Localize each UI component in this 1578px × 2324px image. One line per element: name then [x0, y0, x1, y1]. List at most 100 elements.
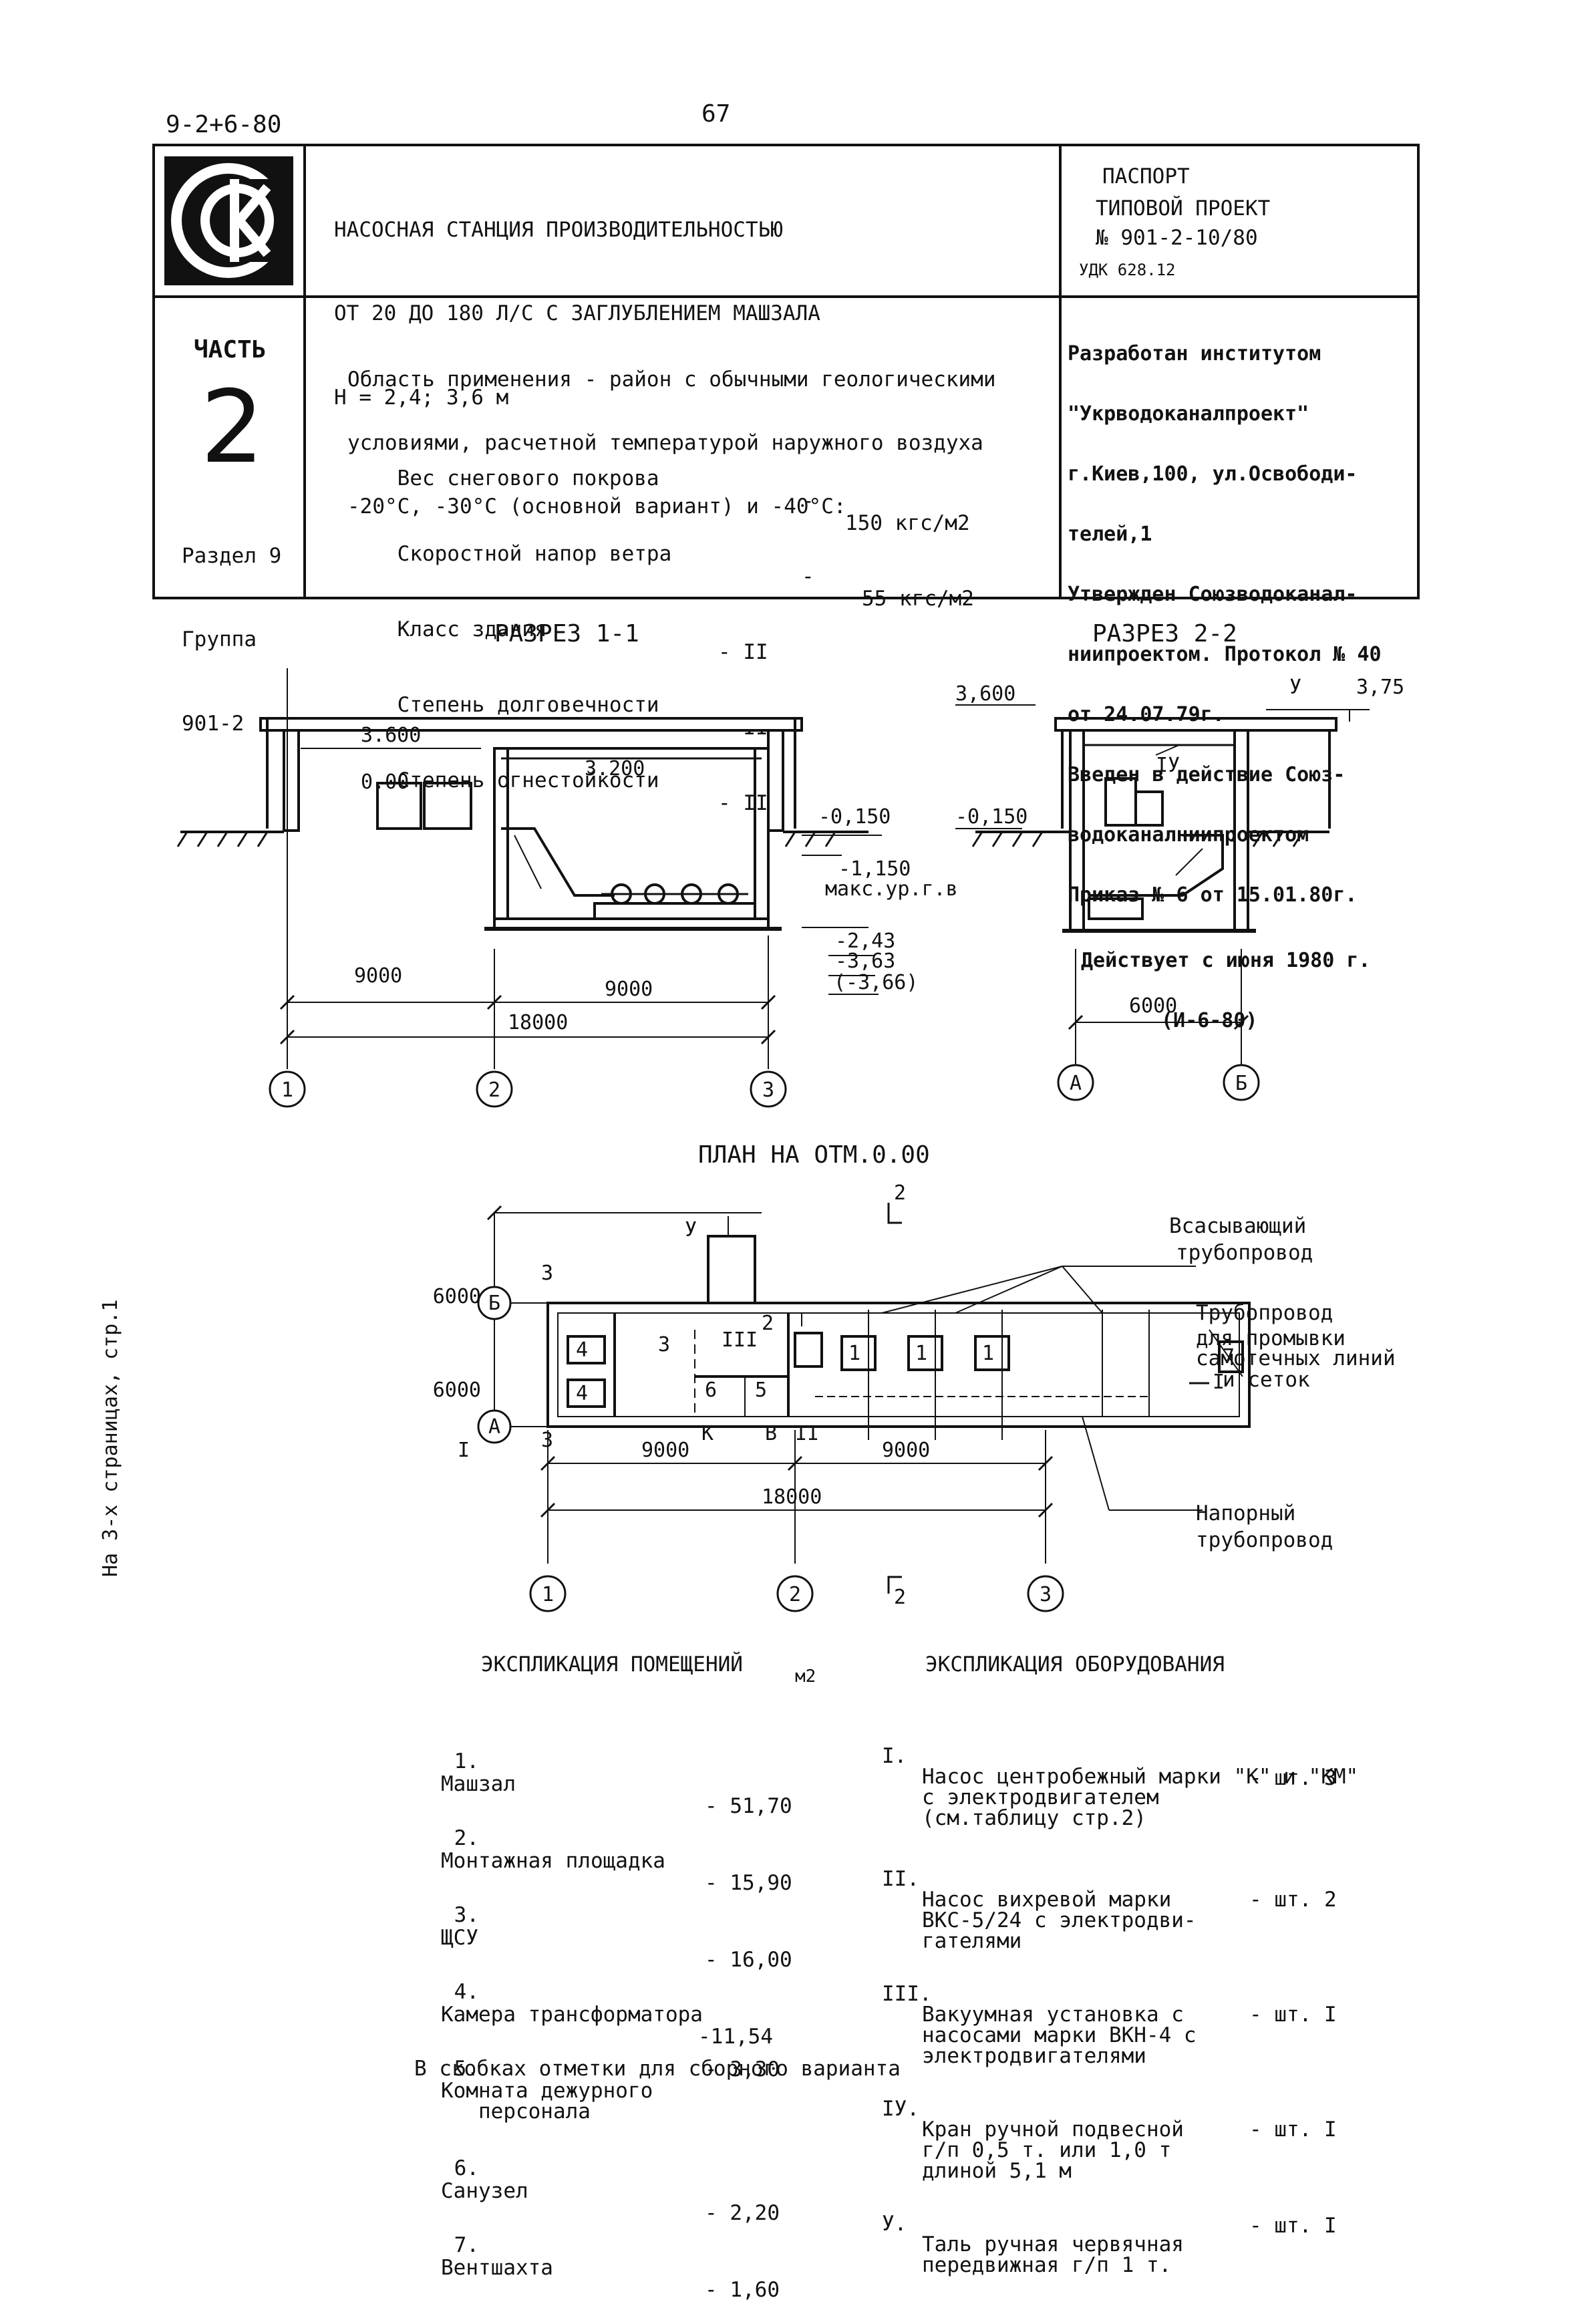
plan-drawing: 6000 6000 9000 9000 18000 4 4 3 6 5 2 7 …: [433, 1181, 1396, 1612]
developer-line: от 24.07.79г.: [1068, 703, 1225, 726]
axis-marker: [476, 1070, 513, 1108]
axis-marker: [529, 1575, 567, 1612]
callout-text: Напорный: [1196, 1501, 1295, 1526]
groundwater-label: макс.ур.г.в.: [825, 877, 962, 901]
elevation-mark: -0,150: [955, 805, 1028, 829]
room-row: 5. Комната дежурного персонала - 3,30: [404, 2036, 872, 2122]
page-number: 67: [701, 100, 731, 128]
equipment-row: I. Насос центробежный марки "К" и "КМ" с…: [882, 1725, 1416, 1829]
room-name: Санузел: [441, 2178, 528, 2203]
parameter-row: Степень долговечности - II: [347, 672, 1042, 738]
axis-label: 1: [281, 1078, 293, 1102]
equipment-text: Насос центробежный марки "К" и "КМ" с эл…: [922, 1765, 1359, 1830]
section-1-1-drawing: 3.600 3.200 0.00 -0,150 -1,150 макс.ур.г…: [176, 668, 962, 1108]
axis-marker: [477, 1409, 512, 1444]
equipment-mark: IУ: [1156, 754, 1180, 777]
axis-marker: [1027, 1575, 1064, 1612]
section-1-1-title: РАЗРЕЗ 1-1: [494, 620, 639, 647]
parameter-name: Скоростной напор ветра: [397, 542, 672, 567]
equipment-mark: III: [722, 1328, 758, 1352]
equipment-mark: II: [795, 1422, 819, 1445]
parameter-dash: - II: [718, 639, 768, 664]
plan-dimension: 6000: [433, 1285, 481, 1308]
room-row: 3. ЩСУ - 16,00: [404, 1882, 872, 1972]
section-label: Раздел 9: [182, 543, 282, 568]
parameter-row: Вес снегового покрова - 150 кгс/м2: [347, 446, 1042, 535]
axis-marker: [776, 1575, 814, 1612]
room-index: 5.: [454, 2057, 479, 2081]
parameter-row: Скоростной напор ветра - 55 кгс/м2: [347, 521, 1042, 611]
elevation-mark: (-3,66): [834, 971, 918, 994]
room-row: 2. Монтажная площадка - 15,90: [404, 1805, 872, 1895]
developer-info: Разработан институтом "Укрводоканалпроек…: [1068, 304, 1382, 1051]
axis-marker: [1057, 1064, 1094, 1101]
application-line: Область применения - район с обычными ге…: [347, 368, 996, 392]
equipment-title: ЭКСПЛИКАЦИЯ ОБОРУДОВАНИЯ: [925, 1652, 1225, 1677]
room-area: - 16,00: [705, 1948, 792, 1973]
equipment-qty: - шт. 2: [1249, 1888, 1337, 1912]
equipment-mark: В: [765, 1422, 777, 1445]
room-area: - 51,70: [705, 1794, 792, 1819]
project-title-line: НАСОСНАЯ СТАНЦИЯ ПРОИЗВОДИТЕЛЬНОСТЬЮ: [334, 217, 783, 242]
developer-line: телей,1: [1068, 523, 1152, 546]
project-title-line: Н = 2,4; 3,6 м: [334, 385, 509, 410]
equipment-qty: - шт. I: [1249, 2214, 1337, 2238]
room-row: 4. Камера трансформатора -11,54: [404, 1959, 872, 2048]
room-index: 2.: [454, 1826, 479, 1851]
plan-dimension: 9000: [641, 1439, 689, 1462]
parameter-name: Класс здания: [397, 617, 547, 642]
udk-code: УДК 628.12: [1079, 261, 1176, 279]
application-line: условиями, расчетной температурой наружн…: [347, 431, 983, 456]
title-block-divider: [152, 295, 1420, 298]
passport-label: ПАСПОРТ: [1102, 164, 1190, 188]
section-mark: 2: [894, 1181, 906, 1205]
project-type: ТИПОВОЙ ПРОЕКТ: [1096, 196, 1271, 221]
section-mark: 2: [894, 1586, 906, 1609]
equipment-index: IУ.: [882, 2097, 919, 2121]
axis-marker: [477, 1286, 512, 1320]
room-number: 5: [755, 1378, 767, 1402]
elevation-mark: -0,150: [818, 805, 891, 829]
room-index: 4.: [454, 1980, 479, 2005]
room-index: 3.: [454, 1903, 479, 1928]
axis-label: 3: [1040, 1583, 1052, 1606]
title-block-divider: [1059, 144, 1062, 599]
room-number: 1: [982, 1342, 994, 1365]
room-name: Вентшахта: [441, 2255, 553, 2280]
room-number: 3: [658, 1333, 670, 1356]
parameter-dash: -: [802, 488, 814, 513]
axis-label: А: [1070, 1072, 1082, 1095]
room-index: 7.: [454, 2233, 479, 2258]
room-number: 7: [1223, 1345, 1235, 1368]
equipment-row: III. Вакуумная установка с насосами марк…: [882, 1963, 1416, 2067]
project-title-line: ОТ 20 ДО 180 Л/С С ЗАГЛУБЛЕНИЕМ МАШЗАЛА: [334, 301, 820, 326]
group-code: 901-2: [182, 711, 245, 736]
room-area: - 15,90: [705, 1871, 792, 1896]
elevation-mark: -1,150: [838, 857, 911, 881]
seal-logo: [164, 156, 293, 285]
room-number: 6: [705, 1378, 717, 1402]
title-block-divider: [303, 144, 306, 599]
section-mark: 3: [541, 1429, 553, 1452]
elevation-mark: 3,600: [955, 682, 1015, 706]
parameter-name: Вес снегового покрова: [397, 466, 659, 491]
parameter-dash: -: [802, 564, 814, 589]
room-number: 2: [762, 1312, 774, 1335]
section-2-2-title: РАЗРЕЗ 2-2: [1092, 620, 1237, 647]
application-line: -20°С, -30°С (основной вариант) и -40°С:: [347, 494, 846, 519]
margin-note: На 3-х страницах, стр.1: [99, 1299, 122, 1577]
section-2-2-drawing: 3,600 -0,150 3,75 У IУ 6000 А Б: [955, 676, 1404, 1101]
room-name: Комната дежурного персонала: [441, 2078, 653, 2124]
axis-label: 1: [542, 1583, 554, 1606]
dimension-label: 9000: [354, 964, 402, 988]
equipment-mark: У: [685, 1218, 697, 1242]
equipment-mark: К: [701, 1422, 714, 1445]
section-mark: I: [1213, 1370, 1225, 1394]
developer-line: Утвержден Союзводоканал-: [1068, 583, 1358, 606]
room-name: Машзал: [441, 1771, 516, 1796]
dimension-label: 6000: [1129, 994, 1177, 1018]
title-block: [152, 144, 1420, 599]
room-row: 1. Машзал - 51,70: [404, 1729, 872, 1818]
equipment-list: I. Насос центробежный марки "К" и "КМ" с…: [882, 1684, 1416, 2276]
room-index: 1.: [454, 1749, 479, 1774]
